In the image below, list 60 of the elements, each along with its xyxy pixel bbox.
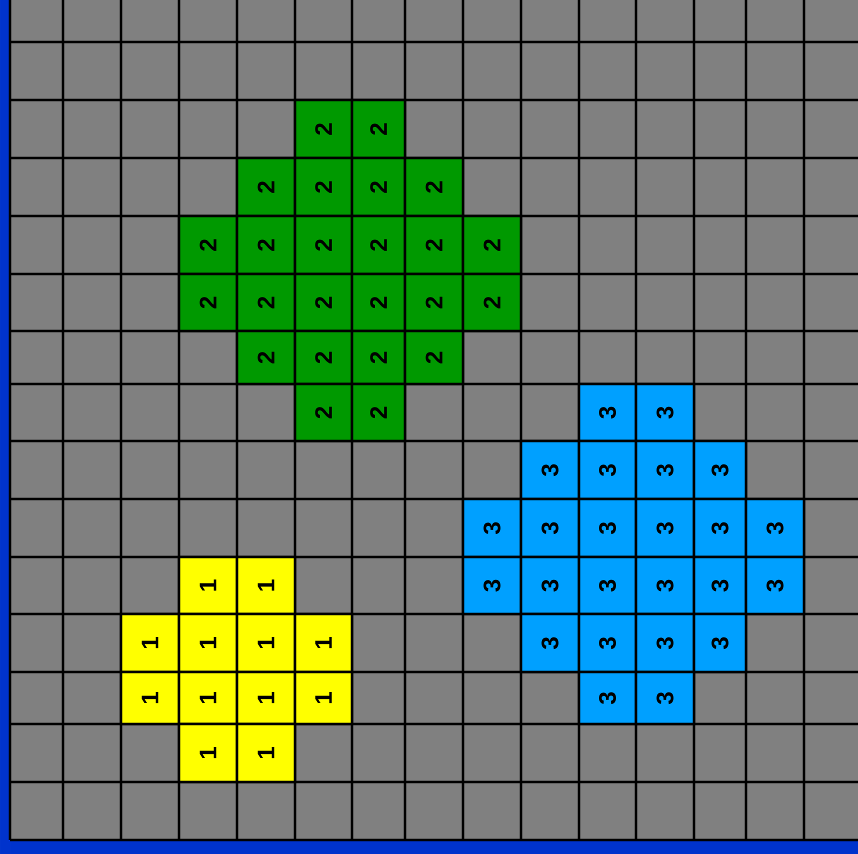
numbered-cell: 1: [236, 722, 296, 784]
numbered-cell: 2: [294, 214, 354, 276]
numbered-cell: 2: [294, 382, 354, 442]
numbered-cell: 3: [692, 440, 748, 500]
numbered-cell: 3: [462, 498, 522, 558]
numbered-cell: 2: [350, 272, 406, 332]
numbered-cell: 3: [578, 556, 638, 616]
numbered-cell: 1: [178, 556, 238, 616]
numbered-cell: 3: [692, 556, 748, 616]
numbered-cell: 1: [294, 612, 354, 674]
numbered-cell: 2: [236, 214, 296, 276]
numbered-cell: 3: [634, 498, 696, 558]
numbered-cell: 2: [350, 330, 406, 386]
numbered-cell: 1: [120, 612, 180, 674]
numbered-cell: 2: [294, 330, 354, 386]
numbered-cell: 3: [634, 556, 696, 616]
numbered-cell: 3: [634, 382, 696, 442]
numbered-cell: 3: [634, 612, 696, 674]
numbered-cell: 2: [350, 382, 406, 442]
numbered-cell: 3: [744, 498, 806, 558]
numbered-cell: 2: [404, 156, 464, 218]
numbered-cell: 1: [294, 670, 354, 726]
numbered-cell: 3: [520, 556, 580, 616]
numbered-cell: 2: [404, 272, 464, 332]
numbered-cell: 3: [692, 612, 748, 674]
numbered-cell: 1: [236, 612, 296, 674]
numbered-cell: 3: [634, 440, 696, 500]
numbered-cell: 2: [236, 330, 296, 386]
numbered-cell: 3: [578, 440, 638, 500]
numbered-cell: 2: [462, 214, 522, 276]
numbered-cell: 2: [294, 272, 354, 332]
numbered-cell: 2: [350, 214, 406, 276]
numbered-cell: 3: [578, 612, 638, 674]
numbered-cell: 3: [520, 498, 580, 558]
numbered-cell: 2: [236, 156, 296, 218]
numbered-cell: 2: [178, 214, 238, 276]
numbered-cell: 2: [404, 330, 464, 386]
numbered-cell: 2: [350, 98, 406, 160]
numbered-cell: 2: [350, 156, 406, 218]
numbered-cell: 2: [462, 272, 522, 332]
numbered-cell: 1: [178, 722, 238, 784]
numbered-cell: 2: [178, 272, 238, 332]
numbered-cell: 3: [744, 556, 806, 616]
numbered-cell: 2: [404, 214, 464, 276]
numbered-cell: 3: [578, 382, 638, 442]
numbered-cell: 1: [236, 670, 296, 726]
numbered-cell: 3: [578, 670, 638, 726]
numbered-cell: 3: [634, 670, 696, 726]
numbered-cell: 2: [294, 156, 354, 218]
numbered-cell: 1: [178, 612, 238, 674]
numbered-cell: 2: [236, 272, 296, 332]
numbered-cell: 1: [236, 556, 296, 616]
numbered-cell: 3: [520, 440, 580, 500]
numbered-cell: 3: [520, 612, 580, 674]
numbered-cell: 1: [178, 670, 238, 726]
numbered-cell: 3: [578, 498, 638, 558]
numbered-cell: 3: [692, 498, 748, 558]
numbered-cell: 1: [120, 670, 180, 726]
numbered-cell: 3: [462, 556, 522, 616]
numbered-cell: 2: [294, 98, 354, 160]
